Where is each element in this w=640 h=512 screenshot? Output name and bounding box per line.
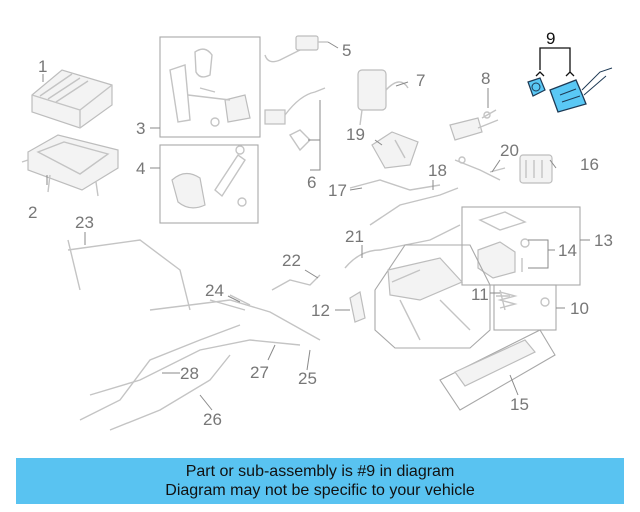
callout-5: 5 bbox=[342, 41, 351, 60]
part-2-bracket bbox=[21, 134, 119, 197]
callout-12: 12 bbox=[311, 301, 330, 320]
callout-19: 19 bbox=[346, 125, 365, 144]
callout-22: 22 bbox=[282, 251, 301, 270]
part-9-lock-cylinder bbox=[527, 47, 613, 113]
part-19-bracket bbox=[371, 131, 419, 169]
brake-lines bbox=[67, 239, 321, 431]
callout-2: 2 bbox=[28, 203, 37, 222]
callout-26: 26 bbox=[203, 410, 222, 429]
callout-25: 25 bbox=[298, 369, 317, 388]
callout-1: 1 bbox=[38, 57, 47, 76]
banner-line-1: Part or sub-assembly is #9 in diagram bbox=[185, 463, 455, 480]
part-20-sensor bbox=[454, 156, 506, 181]
part-16-canister bbox=[519, 154, 553, 184]
callout-17: 17 bbox=[328, 181, 347, 200]
callout-20: 20 bbox=[500, 141, 519, 160]
part-1-control-module bbox=[31, 69, 113, 129]
callout-labels: 1 2 3 4 5 6 7 8 9 10 11 12 13 14 15 16 1… bbox=[28, 29, 613, 429]
part-15-box bbox=[439, 329, 556, 411]
part-17-18-hose bbox=[349, 179, 459, 226]
callout-13: 13 bbox=[594, 231, 613, 250]
callout-11: 11 bbox=[471, 285, 489, 304]
part-13-valve-block bbox=[477, 211, 530, 279]
callout-7: 7 bbox=[416, 71, 425, 90]
part-4-sensor-assembly bbox=[171, 145, 247, 209]
callout-3: 3 bbox=[136, 119, 145, 138]
part-3-sensor-assembly bbox=[169, 48, 251, 127]
part-6-sensor bbox=[264, 87, 326, 152]
compressor bbox=[387, 257, 471, 341]
part-7-pump bbox=[357, 69, 409, 126]
part-3-box bbox=[159, 36, 261, 138]
part-8-key bbox=[449, 109, 499, 141]
part-4-box bbox=[159, 144, 259, 224]
callout-18: 18 bbox=[428, 161, 447, 180]
callout-6: 6 bbox=[307, 173, 316, 192]
part-12-clip bbox=[349, 291, 366, 323]
callout-14: 14 bbox=[558, 241, 577, 260]
info-banner: Part or sub-assembly is #9 in diagram Di… bbox=[16, 458, 624, 504]
callout-4: 4 bbox=[136, 159, 145, 178]
callout-8: 8 bbox=[481, 69, 490, 88]
callout-21: 21 bbox=[345, 227, 364, 246]
part-10-spring bbox=[497, 291, 550, 309]
callout-27: 27 bbox=[250, 363, 269, 382]
part-5-connector bbox=[264, 35, 328, 63]
leader-lines bbox=[42, 41, 590, 411]
callout-23: 23 bbox=[75, 213, 94, 232]
part-15-tank bbox=[454, 339, 536, 387]
callout-24: 24 bbox=[205, 281, 224, 300]
callout-9: 9 bbox=[546, 29, 555, 48]
parts-diagram: 1 2 3 4 5 6 7 8 9 10 11 12 13 14 15 16 1… bbox=[21, 29, 613, 431]
callout-28: 28 bbox=[180, 364, 199, 383]
compressor-outline bbox=[374, 244, 491, 349]
callout-10: 10 bbox=[570, 299, 589, 318]
part-11-fitting bbox=[496, 289, 510, 311]
callout-16: 16 bbox=[580, 155, 599, 174]
banner-line-2: Diagram may not be specific to your vehi… bbox=[165, 482, 475, 499]
callout-15: 15 bbox=[510, 395, 529, 414]
part-21-line bbox=[344, 224, 461, 269]
